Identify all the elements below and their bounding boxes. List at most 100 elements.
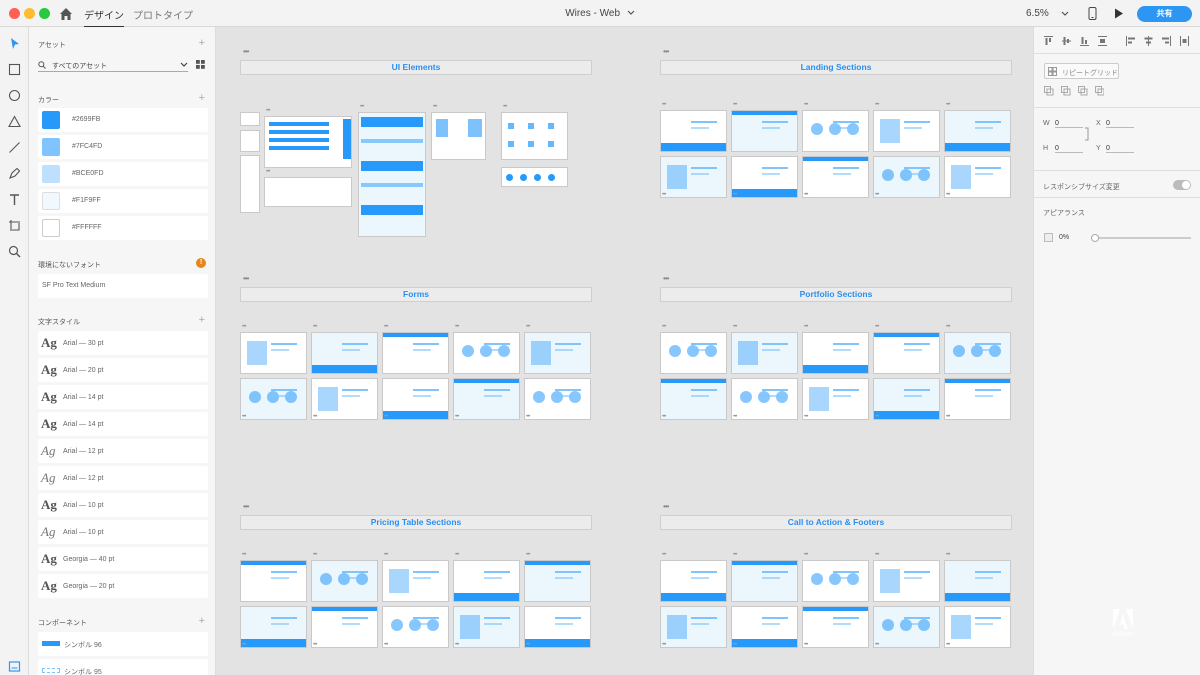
- align-right-icon[interactable]: [1162, 36, 1171, 46]
- ui-element-artboard[interactable]: [240, 155, 260, 213]
- ui-element-artboard[interactable]: [501, 112, 568, 160]
- artboard-thumbnail[interactable]: [240, 378, 307, 420]
- artboard-thumbnail[interactable]: [802, 110, 869, 152]
- grid-view-icon[interactable]: [196, 60, 205, 69]
- artboard-thumbnail[interactable]: [453, 332, 520, 374]
- artboard-thumbnail[interactable]: [660, 378, 727, 420]
- section-title[interactable]: UI Elements: [240, 60, 592, 75]
- asset-filter-dropdown[interactable]: すべてのアセット: [38, 58, 188, 72]
- ellipse-icon[interactable]: [8, 89, 21, 102]
- artboard-thumbnail[interactable]: [944, 606, 1011, 648]
- artboard-thumbnail[interactable]: [453, 560, 520, 602]
- polygon-icon[interactable]: [8, 115, 21, 128]
- artboard-thumbnail[interactable]: [731, 110, 798, 152]
- missing-font-item[interactable]: SF Pro Text Medium: [38, 274, 208, 298]
- artboard-thumbnail[interactable]: [311, 378, 378, 420]
- artboard-thumbnail[interactable]: [731, 332, 798, 374]
- color-swatch-item[interactable]: #7FC4FD: [38, 135, 208, 159]
- device-preview-icon[interactable]: [1088, 7, 1097, 20]
- artboard-thumbnail[interactable]: [660, 156, 727, 198]
- close-window-button[interactable]: [9, 8, 20, 19]
- ui-element-artboard[interactable]: [501, 167, 568, 187]
- artboard-thumbnail[interactable]: [802, 378, 869, 420]
- boolean-ops-icon[interactable]: [1044, 86, 1104, 96]
- section-title[interactable]: Forms: [240, 287, 592, 302]
- artboard-thumbnail[interactable]: [660, 606, 727, 648]
- pen-icon[interactable]: [8, 167, 21, 180]
- section-title[interactable]: Pricing Table Sections: [240, 515, 592, 530]
- component-item[interactable]: シンボル 95: [38, 659, 208, 675]
- zoom-window-button[interactable]: [39, 8, 50, 19]
- home-icon[interactable]: [58, 6, 74, 22]
- artboard-thumbnail[interactable]: [382, 378, 449, 420]
- artboard-thumbnail[interactable]: [944, 332, 1011, 374]
- artboard-thumbnail[interactable]: [524, 606, 591, 648]
- zoom-icon[interactable]: [8, 245, 21, 258]
- artboard-thumbnail[interactable]: [382, 332, 449, 374]
- ui-element-artboard[interactable]: [240, 112, 260, 126]
- artboard-thumbnail[interactable]: [240, 332, 307, 374]
- artboard-thumbnail[interactable]: [382, 606, 449, 648]
- artboard-thumbnail[interactable]: [873, 156, 940, 198]
- align-left-icon[interactable]: [1126, 36, 1135, 46]
- x-input[interactable]: 0: [1106, 120, 1134, 128]
- color-swatch-item[interactable]: #2699FB: [38, 108, 208, 132]
- section-title[interactable]: Call to Action & Footers: [660, 515, 1012, 530]
- artboard-thumbnail[interactable]: [873, 110, 940, 152]
- text-icon[interactable]: [8, 193, 21, 206]
- artboard-thumbnail[interactable]: [944, 560, 1011, 602]
- y-input[interactable]: 0: [1106, 145, 1134, 153]
- artboard-thumbnail[interactable]: [731, 560, 798, 602]
- artboard-thumbnail[interactable]: [731, 378, 798, 420]
- artboard-thumbnail[interactable]: [802, 332, 869, 374]
- artboard-thumbnail[interactable]: [944, 110, 1011, 152]
- line-icon[interactable]: [8, 141, 21, 154]
- artboard-thumbnail[interactable]: [802, 560, 869, 602]
- artboard-thumbnail[interactable]: [660, 110, 727, 152]
- artboard-thumbnail[interactable]: [731, 156, 798, 198]
- artboard-thumbnail[interactable]: [873, 332, 940, 374]
- artboard-thumbnail[interactable]: [873, 560, 940, 602]
- artboard-thumbnail[interactable]: [524, 332, 591, 374]
- artboard-thumbnail[interactable]: [802, 156, 869, 198]
- artboard-thumbnail[interactable]: [802, 606, 869, 648]
- distribute-vertical-icon[interactable]: [1098, 36, 1107, 46]
- artboard-thumbnail[interactable]: [873, 606, 940, 648]
- select-icon[interactable]: [8, 37, 21, 50]
- artboard-thumbnail[interactable]: [453, 606, 520, 648]
- design-canvas[interactable]: •••UI Elements•••Landing Sections•••••••…: [216, 27, 1033, 675]
- color-swatch-item[interactable]: #BCE0FD: [38, 162, 208, 186]
- add-asset-button[interactable]: +: [198, 37, 205, 49]
- align-bottom-icon[interactable]: [1080, 36, 1089, 46]
- opacity-value[interactable]: 0%: [1059, 234, 1070, 241]
- rectangle-icon[interactable]: [8, 63, 21, 76]
- align-middle-icon[interactable]: [1062, 36, 1071, 46]
- color-swatch-item[interactable]: #F1F9FF: [38, 189, 208, 213]
- tab-prototype[interactable]: プロトタイプ: [133, 11, 193, 22]
- artboard-thumbnail[interactable]: [524, 560, 591, 602]
- ui-element-artboard[interactable]: [358, 112, 426, 237]
- artboard-thumbnail[interactable]: [453, 378, 520, 420]
- repeat-grid-button[interactable]: リピートグリッド: [1044, 63, 1119, 79]
- artboard-thumbnail[interactable]: [524, 378, 591, 420]
- minimize-window-button[interactable]: [24, 8, 35, 19]
- ui-element-artboard[interactable]: [431, 112, 486, 160]
- play-icon[interactable]: [1114, 8, 1124, 19]
- component-item[interactable]: シンボル 96: [38, 632, 208, 656]
- zoom-chevron-icon[interactable]: [1061, 11, 1069, 17]
- share-button[interactable]: 共有: [1137, 6, 1192, 22]
- artboard-thumbnail[interactable]: [944, 156, 1011, 198]
- lock-aspect-icon[interactable]: [1085, 127, 1091, 141]
- add-character-style-button[interactable]: +: [198, 314, 205, 326]
- add-component-button[interactable]: +: [198, 615, 205, 627]
- zoom-level[interactable]: 6.5%: [1026, 8, 1049, 19]
- artboard-thumbnail[interactable]: [311, 332, 378, 374]
